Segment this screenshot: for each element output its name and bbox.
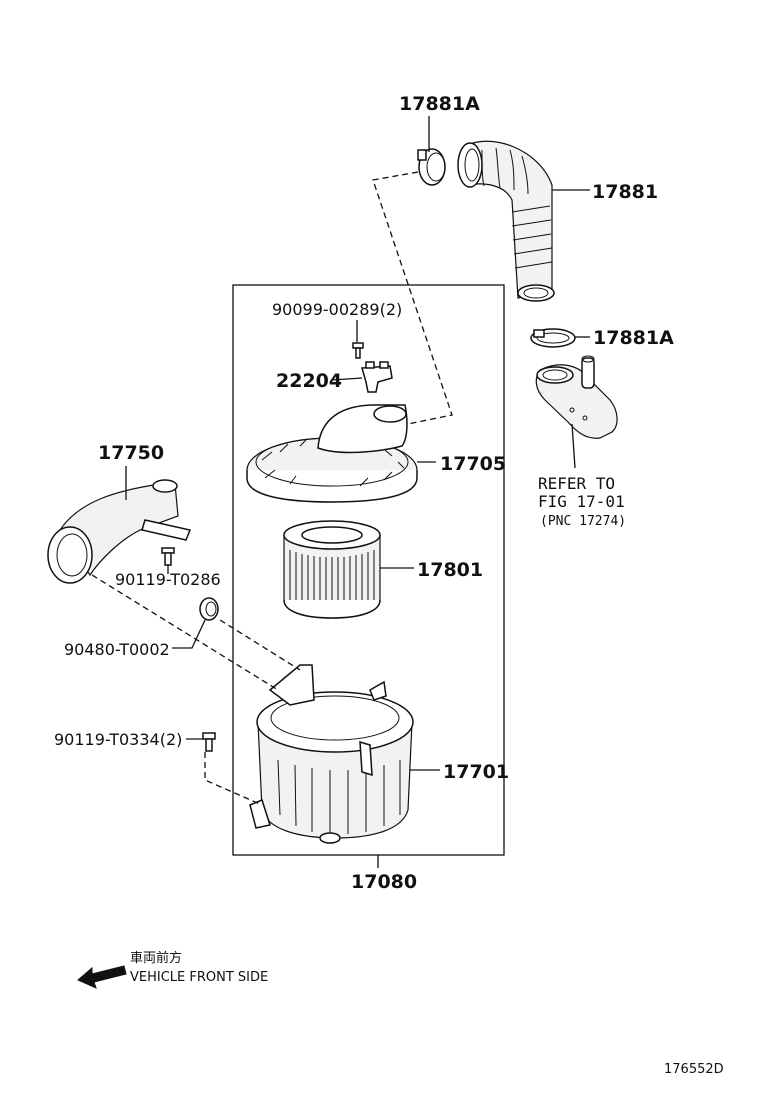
label-90119a: 90119-T0286 bbox=[115, 570, 221, 589]
bolt-90119-t0286 bbox=[161, 547, 175, 566]
air-cleaner-case bbox=[249, 664, 414, 844]
dashed-line-grommet-to-case bbox=[219, 619, 301, 671]
leader-90480 bbox=[172, 619, 206, 649]
label-17801: 17801 bbox=[417, 559, 483, 581]
air-cleaner-cap bbox=[246, 404, 418, 503]
label-17750: 17750 bbox=[98, 442, 164, 464]
inlet-duct bbox=[47, 479, 192, 584]
refer-line-3: (PNC 17274) bbox=[540, 514, 626, 529]
label-17881a-mid: 17881A bbox=[593, 327, 674, 349]
front-arrow-icon bbox=[77, 965, 127, 989]
intake-hose bbox=[457, 140, 555, 302]
assembly-frame bbox=[232, 284, 505, 856]
dashed-line-duct-to-case bbox=[91, 574, 279, 691]
label-90480: 90480-T0002 bbox=[64, 640, 170, 659]
refer-line-1: REFER TO bbox=[538, 474, 615, 493]
label-90099: 90099-00289(2) bbox=[272, 300, 402, 319]
label-17881: 17881 bbox=[592, 181, 658, 203]
air-pipe-reference bbox=[535, 355, 618, 439]
leader-refer bbox=[571, 423, 576, 469]
hose-clamp-mid bbox=[530, 328, 576, 348]
direction-english: VEHICLE FRONT SIDE bbox=[130, 970, 268, 985]
label-17705: 17705 bbox=[440, 453, 506, 475]
leader-22204 bbox=[331, 377, 363, 381]
grommet-90480 bbox=[199, 597, 219, 621]
label-17701: 17701 bbox=[443, 761, 509, 783]
screw-90099 bbox=[352, 342, 364, 359]
airflow-sensor bbox=[361, 361, 393, 393]
label-17080: 17080 bbox=[351, 871, 417, 893]
label-17881a-top: 17881A bbox=[399, 93, 480, 115]
refer-line-2: FIG 17-01 bbox=[538, 492, 625, 511]
hose-clamp-top bbox=[417, 148, 446, 186]
air-filter-element bbox=[283, 520, 381, 619]
dashed-line-clamp-to-cap bbox=[372, 171, 453, 425]
figure-id: 176552D bbox=[664, 1062, 724, 1077]
bolt-90119-t0334 bbox=[202, 732, 216, 752]
label-22204: 22204 bbox=[276, 370, 342, 392]
label-90119b: 90119-T0334(2) bbox=[54, 730, 182, 749]
direction-japanese: 車両前方 bbox=[130, 950, 182, 966]
